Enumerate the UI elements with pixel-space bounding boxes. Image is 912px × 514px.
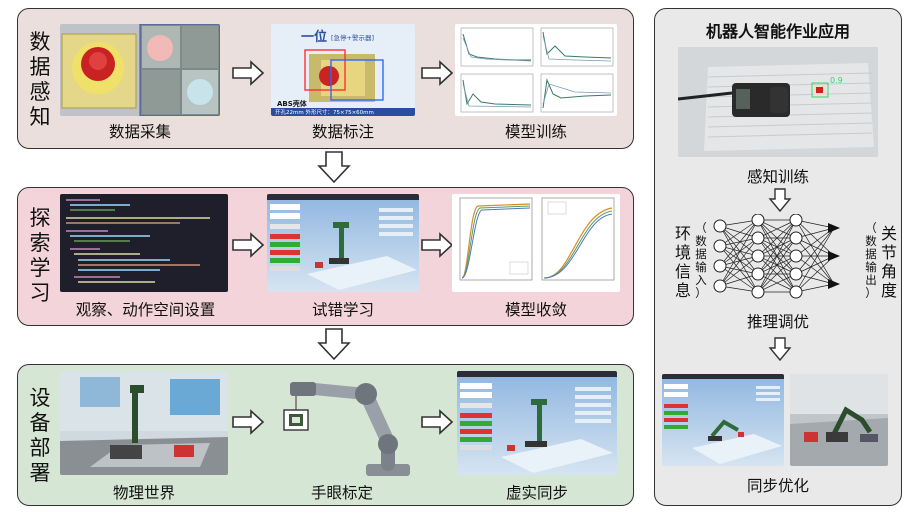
arrow-down-icon [317, 151, 351, 184]
caption-virtual-real-sync: 虚实同步 [505, 484, 568, 502]
detection-confidence: 0.9 [830, 76, 843, 85]
neural-network-icon [713, 214, 840, 299]
annotation-tag: ABS壳体 [277, 99, 308, 108]
annotation-title: 一位 [301, 29, 327, 45]
annotation-bottom: 开孔22mm 外形尺寸：75×75×60mm [275, 108, 374, 116]
panel-explore-learning-label: 探索 学习 [29, 206, 51, 305]
joint-angle-label: 关节 角度 [880, 224, 897, 300]
panel-device-deployment-label: 设备 部署 [29, 386, 51, 485]
arrow-right-icon [232, 60, 265, 86]
caption-perception-training: 感知训练 [746, 168, 809, 186]
environment-info-label: 环境 信息 [674, 224, 691, 300]
caption-hand-eye-calibration: 手眼标定 [310, 484, 373, 502]
perception-training-image: 0.9 [678, 47, 878, 157]
robot-arm-icon [283, 382, 410, 476]
data-annotation-image: 一位 [急停+警示器] ABS壳体 开孔22mm 外形尺寸：75×75×60mm [271, 24, 415, 116]
model-convergence-plots [452, 194, 620, 292]
arrow-right-icon [232, 409, 265, 435]
virtual-sync-sim-image [457, 371, 617, 475]
caption-trial-error: 试错学习 [311, 301, 374, 319]
arrow-right-icon [232, 232, 265, 258]
sync-optimization-sim-image [662, 374, 784, 466]
annotation-subtitle: [急停+警示器] [331, 33, 374, 42]
arrow-right-icon [421, 232, 454, 258]
arrow-down-icon [768, 337, 792, 362]
caption-model-training: 模型训练 [504, 123, 567, 141]
arrow-right-icon [421, 60, 454, 86]
caption-physical-world: 物理世界 [112, 484, 175, 502]
trial-error-sim-image [267, 194, 419, 292]
model-training-plots [455, 24, 617, 116]
data-collection-image [60, 24, 220, 116]
arrow-down-icon [768, 188, 792, 213]
caption-inference-tuning: 推理调优 [746, 313, 809, 331]
caption-data-annotation: 数据标注 [311, 123, 374, 141]
caption-model-convergence: 模型收敛 [504, 301, 567, 319]
data-input-label: （数据 输入） [695, 221, 707, 300]
arrow-down-icon [317, 328, 351, 361]
arrow-right-icon [421, 409, 454, 435]
panel-data-perception-label: 数据 感知 [29, 30, 51, 129]
physical-world-image [60, 371, 228, 475]
sync-optimization-photo [790, 374, 888, 466]
caption-sync-optimization: 同步优化 [746, 477, 809, 495]
data-output-label: （数据 输出） [865, 221, 877, 300]
caption-data-collection: 数据采集 [108, 123, 171, 141]
right-panel-title: 机器人智能作业应用 [705, 22, 850, 41]
code-editor-image [60, 194, 228, 292]
caption-observation-action-space: 观察、动作空间设置 [75, 301, 216, 319]
